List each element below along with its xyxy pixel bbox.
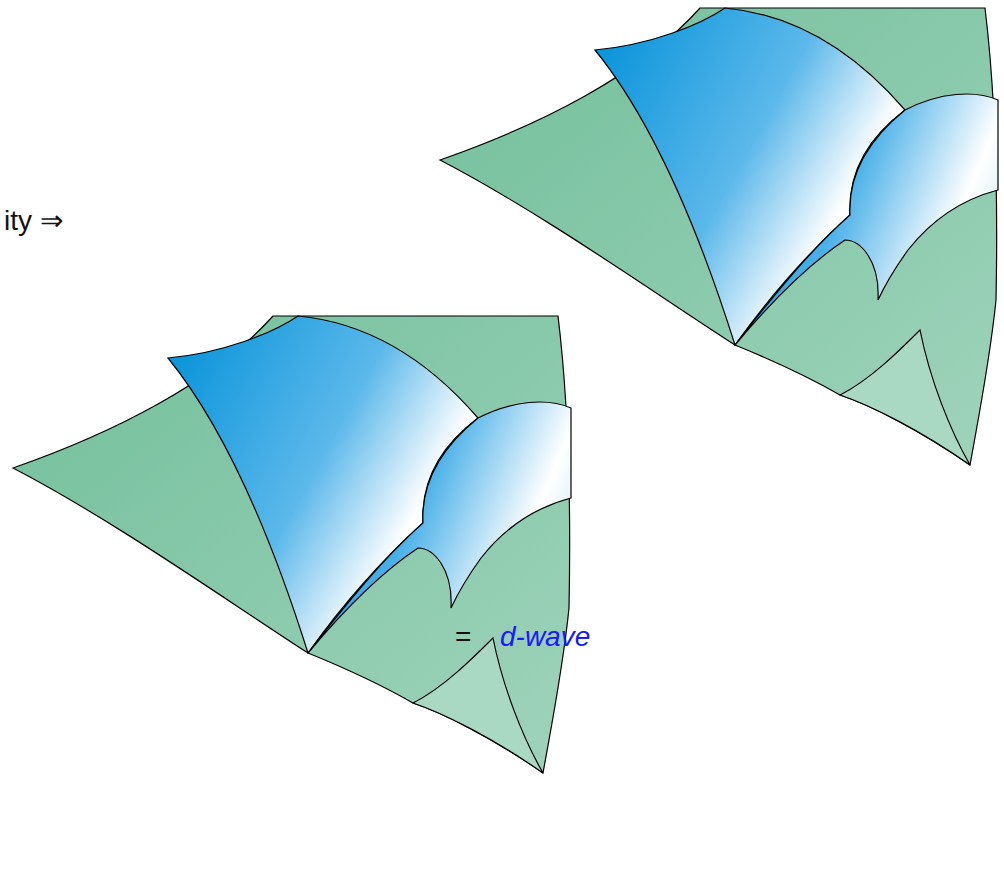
equals-sign: = <box>455 620 471 654</box>
gap-symmetry-label: d-wave <box>500 620 590 654</box>
caption-fragment: ity ⇒ <box>4 204 63 238</box>
d-wave-gap-surface <box>13 316 571 773</box>
